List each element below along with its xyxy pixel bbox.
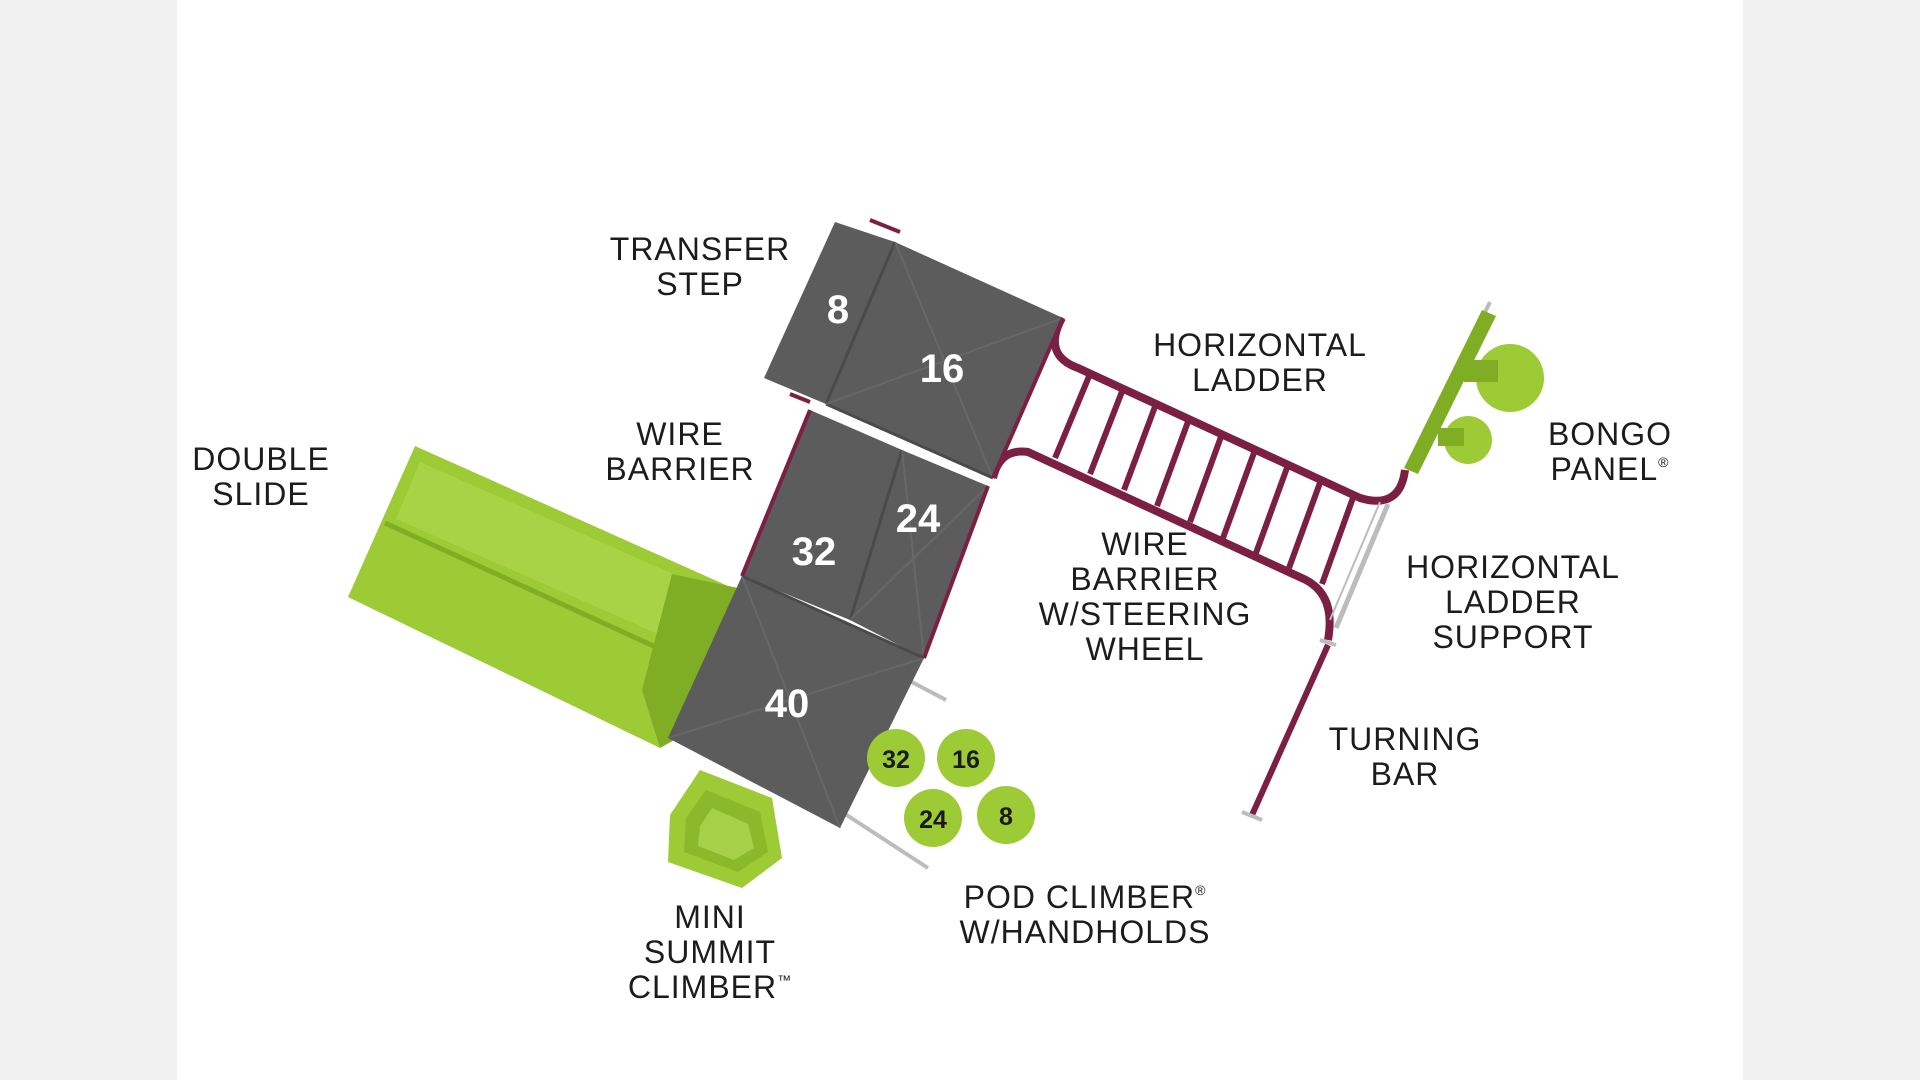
registered-mark: ®: [1658, 454, 1670, 470]
deck-16-number: 16: [920, 347, 965, 391]
label-line: W/HANDHOLDS: [959, 914, 1211, 950]
turning-bar-post: [1249, 643, 1331, 817]
label-pod-climber: POD CLIMBER® W/HANDHOLDS: [925, 880, 1245, 950]
label-line: BARRIER: [605, 451, 755, 487]
pod-24: [904, 789, 962, 847]
label-line: TRANSFER: [609, 231, 791, 267]
label-line: W/STEERING: [1038, 596, 1252, 632]
deck-8: [764, 222, 895, 404]
label-line: PANEL®: [1550, 451, 1670, 487]
ladder-rungs: [1052, 372, 1357, 586]
label-wire-barrier: WIRE BARRIER: [580, 417, 780, 487]
climber-step-2: [698, 808, 754, 860]
deck-40: [668, 576, 924, 828]
label-line: MINI: [674, 899, 746, 935]
label-line: HORIZONTAL: [1153, 327, 1367, 363]
label-line: HORIZONTAL: [1406, 549, 1620, 585]
label-horizontal-ladder-support: HORIZONTAL LADDER SUPPORT: [1370, 550, 1656, 655]
pod-8: [977, 786, 1035, 844]
label-line: LADDER: [1445, 584, 1581, 620]
label-line: SLIDE: [212, 476, 310, 512]
pod-16-number: 16: [952, 746, 980, 774]
deck-40-number: 40: [765, 682, 810, 726]
bongo-panel: [1404, 301, 1544, 474]
label-line: DOUBLE: [192, 441, 330, 477]
double-slide: [348, 446, 738, 748]
label-turning-bar: TURNING BAR: [1300, 722, 1510, 792]
label-line: BONGO: [1547, 416, 1673, 452]
label-line: TURNING: [1328, 721, 1482, 757]
deck-seams: [741, 241, 994, 660]
pod-8-number: 8: [999, 803, 1013, 831]
label-line: WIRE: [636, 416, 724, 452]
turning-bar-foot: [1241, 810, 1263, 822]
deck-frame: [740, 218, 1065, 659]
bongo-drum-large-stem: [1464, 360, 1498, 382]
label-wire-barrier-steering-wheel: WIRE BARRIER W/STEERING WHEEL: [1010, 527, 1280, 667]
pod-16: [937, 729, 995, 787]
label-line: BAR: [1370, 756, 1440, 792]
support-post: [1333, 503, 1391, 629]
pod-climber-rails: [840, 678, 947, 870]
support-post-inner: [1329, 501, 1381, 621]
label-bongo-panel: BONGO PANEL®: [1520, 417, 1700, 487]
label-line: STEP: [656, 266, 744, 302]
pod-32: [867, 729, 925, 787]
label-line: WHEEL: [1085, 631, 1205, 667]
slide-divider: [383, 520, 697, 668]
pod-24-number: 24: [919, 806, 947, 834]
label-line: BARRIER: [1070, 561, 1220, 597]
label-horizontal-ladder: HORIZONTAL LADDER: [1120, 328, 1400, 398]
trademark-mark: ™: [777, 972, 793, 988]
label-line: POD CLIMBER®: [963, 879, 1207, 915]
slide-lane-upper: [396, 462, 714, 648]
deck-24-number: 24: [896, 497, 941, 541]
pod-32-number: 32: [882, 746, 910, 774]
label-line: CLIMBER™: [627, 969, 793, 1005]
pod-climber: 32 16 24 8: [867, 729, 1035, 847]
horizontal-ladder-support: [1329, 501, 1391, 629]
deck-32: [742, 410, 902, 620]
label-line: WIRE: [1101, 526, 1189, 562]
deck-crossings: [667, 241, 1064, 829]
label-transfer-step: TRANSFER STEP: [585, 232, 815, 302]
mini-summit-climber: [668, 770, 782, 888]
label-mini-summit-climber: MINI SUMMIT CLIMBER™: [600, 900, 820, 1005]
bongo-board: [1404, 310, 1496, 474]
turning-bar-top: [1319, 638, 1337, 647]
label-double-slide: DOUBLE SLIDE: [150, 442, 372, 512]
deck-32-number: 32: [792, 530, 837, 574]
bongo-drum-small-stem: [1438, 428, 1464, 446]
label-line: SUPPORT: [1432, 619, 1594, 655]
deck-structure: 8 16 32 24 40: [667, 218, 1065, 829]
label-line: SUMMIT: [643, 934, 777, 970]
deck-8-number: 8: [827, 288, 849, 332]
label-line: LADDER: [1192, 362, 1328, 398]
turning-bar: [1241, 638, 1337, 822]
registered-mark: ®: [1195, 882, 1207, 898]
